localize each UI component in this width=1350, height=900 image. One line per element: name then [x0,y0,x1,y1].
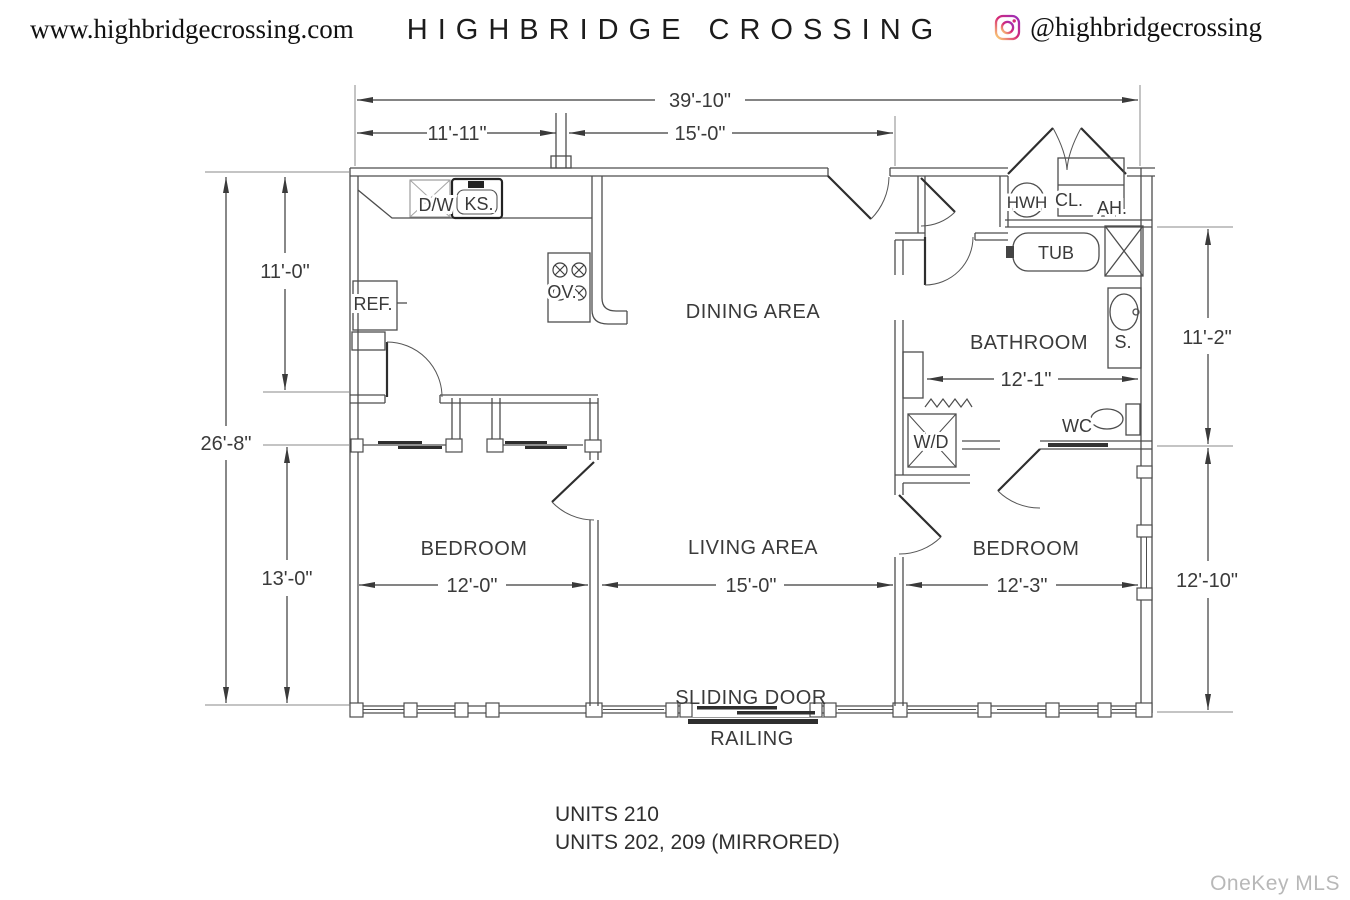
dim-living-width: 15'-0" [726,575,777,597]
room-label-bathroom: BATHROOM [970,332,1088,354]
dim-bedroom-left-depth: 13'-0" [262,568,313,590]
interior-walls [350,176,1152,706]
sliding-door-panel [737,711,815,715]
instagram-handle: @highbridgecrossing [1030,12,1262,42]
dim-kitchen-depth: 11'-0" [260,261,309,283]
instagram: @highbridgecrossing [994,12,1262,43]
air-handler-box [1057,157,1125,217]
fixture-label-washer-dryer: W/D [914,432,949,452]
dim-total-width: 39'-10" [669,90,731,112]
units-caption: UNITS 210 UNITS 202, 209 (MIRRORED) [555,801,840,857]
fixture-label-dishwasher: D/W [419,195,454,215]
units-line-1: UNITS 210 [555,803,659,826]
shaft-box [1104,225,1144,277]
fixture-label-kitchen-sink: KS. [464,194,493,214]
website-url: www.highbridgecrossing.com [30,14,354,44]
dim-bathroom-width: 12'-1" [1001,369,1052,391]
fixture-label-refrigerator: REF. [353,294,392,314]
fixture-label-closet: CL. [1055,190,1083,210]
wall-break-symbol [924,397,973,408]
brand-title: HIGHBRIDGE CROSSING [406,14,944,46]
label-sliding-door: SLIDING DOOR [675,687,827,709]
header: www.highbridgecrossing.com HIGHBRIDGE CR… [0,0,1350,62]
toilet-tank [1125,403,1141,436]
fixture-label-sink: S. [1114,332,1131,352]
label-railing: RAILING [710,728,794,750]
fixture-label-air-handler: AH. [1097,198,1127,218]
dim-bedroom-right-width: 12'-3" [997,575,1048,597]
dimension-lines [223,97,1211,710]
washer-dryer-box [907,413,957,468]
bath-sink [1109,293,1139,331]
dim-kitchen-width: 11'-11" [427,123,486,145]
dim-dining-width: 15'-0" [675,123,726,145]
watermark: OneKey MLS [1210,872,1340,895]
exterior-walls [349,113,1155,714]
fixture-label-tub: TUB [1038,243,1074,263]
units-line-2: UNITS 202, 209 (MIRRORED) [555,831,840,854]
fixture-label-oven: OV. [547,282,576,302]
doors [350,127,1127,724]
vanity [1107,287,1142,369]
bathroom-fixtures [907,157,1144,468]
instagram-icon [995,14,1021,41]
fixture-label-toilet: WC [1062,416,1092,436]
water-heater [1009,182,1045,218]
dim-bedroom-right-depth: 12'-10" [1176,570,1238,592]
toilet-bowl [1090,408,1124,430]
room-label-dining: DINING AREA [686,301,821,323]
room-label-living: LIVING AREA [688,537,818,559]
dim-bedroom-left-width: 12'-0" [447,575,498,597]
sliding-door-panel [697,706,777,710]
dim-bath-zone-depth: 11'-2" [1182,327,1231,349]
railing-bar [688,719,818,724]
extension-lines [205,85,1233,713]
room-label-bedroom-right: BEDROOM [973,538,1080,560]
fixture-label-water-heater: HWH [1007,193,1048,212]
wall-dark-band [1048,443,1108,447]
kitchen-fixtures [352,176,628,331]
room-label-bedroom-left: BEDROOM [421,538,528,560]
dim-total-depth: 26'-8" [201,433,252,455]
